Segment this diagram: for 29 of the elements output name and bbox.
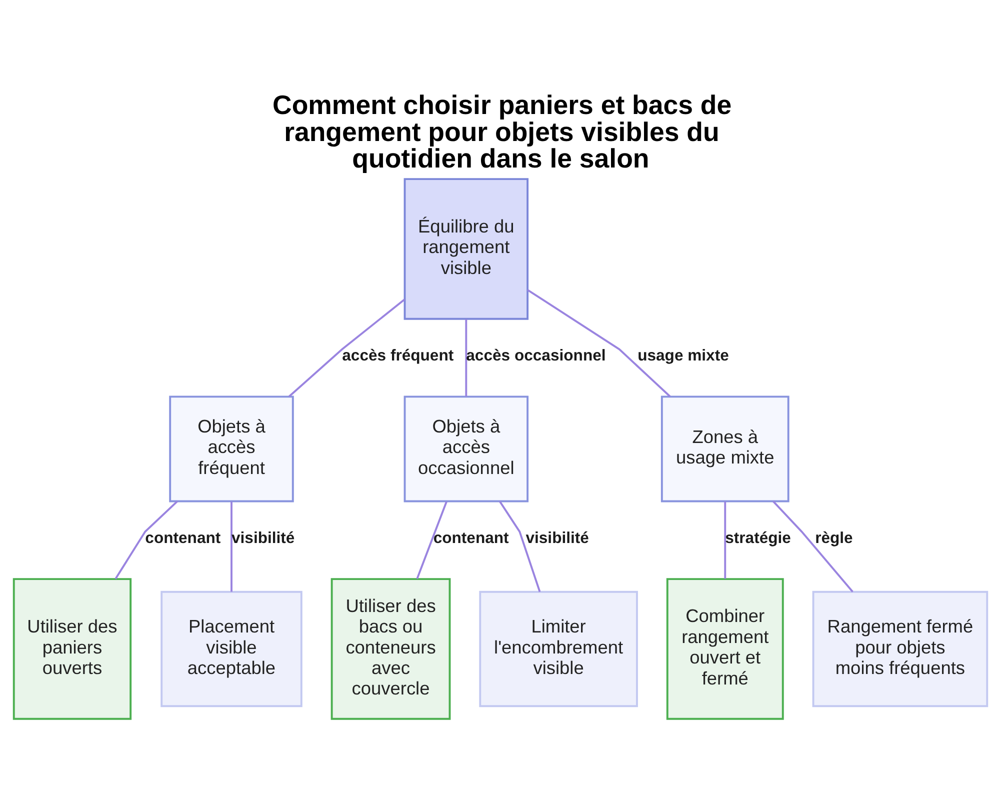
connector [498, 500, 540, 592]
node-box: Objets à accès fréquent [168, 396, 294, 502]
node-box: Zones à usage mixte [660, 396, 789, 502]
connector [724, 502, 726, 579]
edge-label: visibilité [525, 530, 588, 548]
connector [772, 500, 853, 592]
edge-label: visibilité [230, 530, 294, 548]
node-box: Utiliser des bacs ou conteneurs avec couvercle [330, 578, 450, 720]
diagram-title: Comment choisir paniers et bacs de rangement pour objets visibles du quotidien dans le salon [272, 90, 732, 174]
edge-label: stratégie [724, 530, 790, 548]
edge-label: règle [814, 530, 852, 548]
edge-label: accès occasionnel [466, 348, 606, 365]
node-box: Équilibre du rangement visible [403, 178, 528, 320]
connector [288, 298, 405, 398]
edge-label: usage mixte [637, 348, 728, 365]
connector [464, 319, 467, 396]
node-box: Objets à accès occasionnel [403, 396, 528, 502]
edge-label: accès fréquent [342, 348, 454, 365]
connector [230, 502, 232, 592]
node-box: Limiter l'encombrement visible [478, 590, 638, 708]
connector [114, 500, 178, 580]
node-box: Placement visible acceptable [160, 590, 302, 708]
edge-label: contenant [432, 530, 508, 548]
connector [526, 289, 670, 398]
node-box: Utiliser des paniers ouverts [12, 578, 132, 720]
connector [416, 501, 447, 580]
node-box: Combiner rangement ouvert et fermé [666, 578, 784, 720]
node-box: Rangement fermé pour objets moins fréquents [812, 590, 988, 708]
edge-label: contenant [144, 530, 220, 548]
